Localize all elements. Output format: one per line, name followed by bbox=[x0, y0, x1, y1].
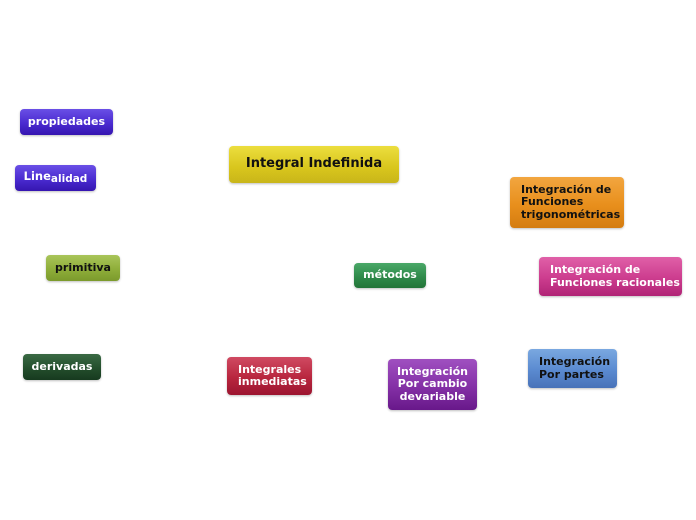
node-integracion-cambio-variable[interactable]: Integración Por cambio devariable bbox=[388, 359, 477, 410]
node-label-part2: alidad bbox=[50, 173, 88, 186]
node-label: derivadas bbox=[31, 359, 93, 373]
node-label: Integración Por partes bbox=[539, 355, 611, 381]
node-integracion-racionales[interactable]: Integración de Funciones racionales bbox=[539, 257, 682, 296]
node-label: Integración Por cambio devariable bbox=[396, 364, 469, 403]
node-integracion-por-partes[interactable]: Integración Por partes bbox=[528, 349, 617, 388]
node-linealidad[interactable]: Linealidad bbox=[15, 165, 96, 191]
node-label: métodos bbox=[363, 268, 417, 282]
node-label: Integración de Funciones racionales bbox=[550, 263, 680, 289]
node-label: Integral Indefinida bbox=[245, 156, 383, 172]
node-label-part1: Line bbox=[23, 169, 51, 184]
node-label: Integrales inmediatas bbox=[238, 362, 307, 388]
node-label: primitiva bbox=[55, 260, 111, 274]
node-label: Linealidad bbox=[23, 169, 88, 186]
node-propiedades[interactable]: propiedades bbox=[20, 109, 113, 135]
node-label: propiedades bbox=[27, 114, 106, 128]
node-label: Integración de Funciones trigonométricas bbox=[521, 182, 621, 221]
node-derivadas[interactable]: derivadas bbox=[23, 354, 101, 380]
node-metodos[interactable]: métodos bbox=[354, 263, 426, 288]
node-integrales-inmediatas[interactable]: Integrales inmediatas bbox=[227, 357, 312, 395]
root-topic-integral-indefinida[interactable]: Integral Indefinida bbox=[229, 146, 399, 183]
node-primitiva[interactable]: primitiva bbox=[46, 255, 120, 281]
node-integracion-trigonometricas[interactable]: Integración de Funciones trigonométricas bbox=[510, 177, 624, 228]
